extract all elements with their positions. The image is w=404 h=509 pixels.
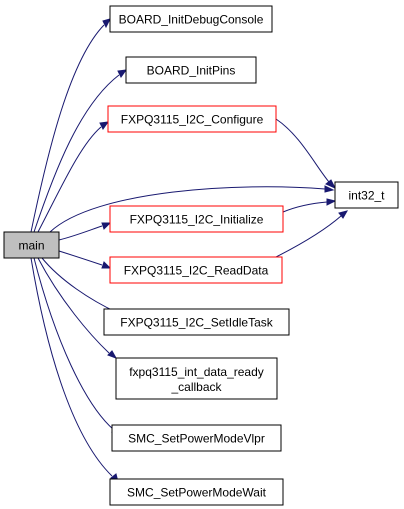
node-fxpq3115-i2c-initialize-label: FXPQ3115_I2C_Initialize bbox=[130, 213, 264, 227]
node-fxpq3115-i2c-configure-label: FXPQ3115_I2C_Configure bbox=[121, 113, 264, 127]
edge-main-to-fxpq3115-i2c-configure bbox=[37, 126, 102, 233]
node-int32-t[interactable]: int32_t bbox=[334, 181, 399, 209]
node-fxpq3115-i2c-readdata-box bbox=[109, 256, 283, 284]
arrowhead bbox=[107, 350, 118, 359]
node-smc-setpowermodevlpr-label: SMC_SetPowerModeVlpr bbox=[128, 432, 265, 446]
arrowhead bbox=[324, 185, 335, 193]
nodes-layer: main BOARD_InitDebugConsole BOARD_InitPi… bbox=[3, 5, 399, 506]
node-main[interactable]: main bbox=[3, 231, 60, 259]
node-smc-setpowermodevlpr-box bbox=[111, 424, 282, 452]
arrowhead bbox=[326, 198, 337, 206]
node-int32-t-box bbox=[334, 181, 399, 209]
node-smc-setpowermodewait[interactable]: SMC_SetPowerModeWait bbox=[109, 478, 284, 506]
node-board-init-debug-console[interactable]: BOARD_InitDebugConsole bbox=[109, 5, 273, 33]
node-fxpq3115-int-data-ready-callback[interactable]: fxpq3115_int_data_ready _callback bbox=[115, 357, 278, 400]
arrowhead bbox=[325, 179, 337, 190]
node-fxpq3115-i2c-configure-box bbox=[107, 105, 277, 133]
edge-fxpq3115-i2c-readdata-to-int32-t bbox=[271, 215, 342, 260]
node-board-init-pins-label: BOARD_InitPins bbox=[147, 64, 236, 78]
arrowhead bbox=[102, 18, 111, 29]
edge-main-to-fxpq3115-i2c-readdata bbox=[58, 250, 103, 266]
edge-main-to-smc-setpowermodewait bbox=[30, 257, 113, 477]
edge-main-to-smc-setpowermodevlpr bbox=[33, 257, 115, 431]
node-fxpq3115-i2c-readdata-label: FXPQ3115_I2C_ReadData bbox=[124, 264, 269, 278]
edge-main-to-fxpq3115-int-data-ready-callback bbox=[37, 257, 110, 354]
arrowhead bbox=[338, 210, 349, 219]
arrowhead bbox=[101, 222, 112, 230]
node-smc-setpowermodevlpr[interactable]: SMC_SetPowerModeVlpr bbox=[111, 424, 282, 452]
node-board-init-debug-console-label: BOARD_InitDebugConsole bbox=[119, 13, 264, 27]
edge-main-to-fxpq3115-i2c-initialize bbox=[58, 225, 103, 241]
edge-fxpq3115-i2c-configure-to-int32-t bbox=[275, 118, 330, 183]
node-fxpq3115-i2c-initialize[interactable]: FXPQ3115_I2C_Initialize bbox=[109, 205, 284, 233]
edge-fxpq3115-i2c-initialize-to-int32-t bbox=[282, 201, 328, 213]
node-board-init-pins[interactable]: BOARD_InitPins bbox=[125, 56, 257, 84]
node-smc-setpowermodewait-box bbox=[109, 478, 284, 506]
node-fxpq3115-int-data-ready-callback-label-line2: _callback bbox=[170, 380, 222, 394]
edges-layer bbox=[30, 18, 349, 484]
arrowhead bbox=[99, 121, 110, 130]
node-fxpq3115-int-data-ready-callback-label-line1: fxpq3115_int_data_ready bbox=[129, 365, 264, 379]
node-int32-t-label: int32_t bbox=[348, 189, 385, 203]
node-fxpq3115-int-data-ready-callback-box bbox=[115, 357, 278, 400]
node-board-init-debug-console-box bbox=[109, 5, 273, 33]
arrowhead bbox=[101, 261, 112, 269]
node-smc-setpowermodewait-label: SMC_SetPowerModeWait bbox=[127, 486, 267, 500]
arrowhead bbox=[117, 69, 128, 78]
node-main-box bbox=[3, 231, 60, 259]
edge-main-to-board-init-pins bbox=[33, 74, 120, 233]
edge-main-to-int32-t bbox=[49, 186, 326, 233]
node-board-init-pins-box bbox=[125, 56, 257, 84]
node-fxpq3115-i2c-configure[interactable]: FXPQ3115_I2C_Configure bbox=[107, 105, 277, 133]
node-fxpq3115-i2c-setidletask-box bbox=[103, 308, 290, 336]
node-fxpq3115-i2c-readdata[interactable]: FXPQ3115_I2C_ReadData bbox=[109, 256, 283, 284]
node-fxpq3115-i2c-setidletask[interactable]: FXPQ3115_I2C_SetIdleTask bbox=[103, 308, 290, 336]
edge-main-to-board-init-debug-console bbox=[30, 24, 105, 233]
node-fxpq3115-i2c-initialize-box bbox=[109, 205, 284, 233]
node-fxpq3115-i2c-setidletask-label: FXPQ3115_I2C_SetIdleTask bbox=[120, 316, 274, 330]
node-main-label: main bbox=[18, 239, 44, 253]
